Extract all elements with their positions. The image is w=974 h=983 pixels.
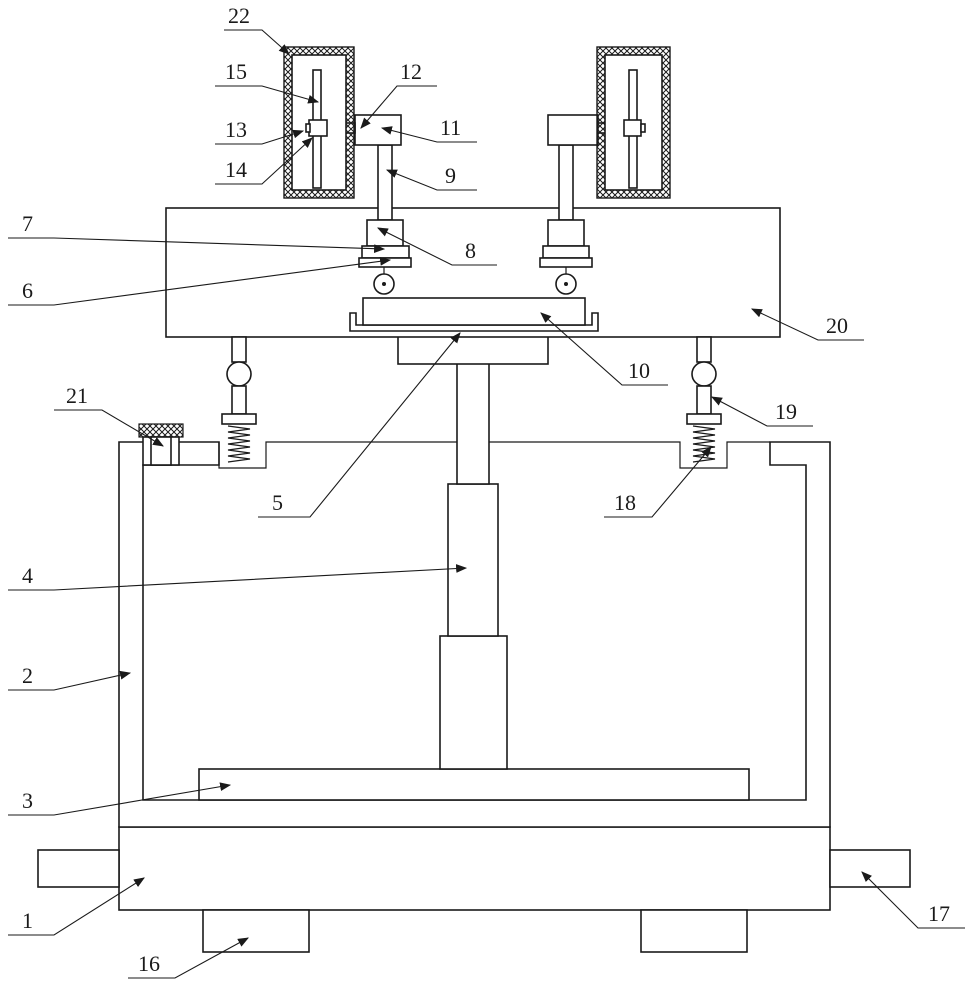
- label-16: 16: [138, 951, 160, 976]
- label-4: 4: [22, 563, 33, 588]
- left-guide-spring: [221, 336, 257, 463]
- foot-pads: [202, 909, 748, 953]
- label-17: 17: [928, 901, 950, 926]
- base-plate: [118, 826, 831, 911]
- right-press-assembly: [539, 144, 593, 295]
- label-8: 8: [465, 238, 476, 263]
- label-6: 6: [22, 278, 33, 303]
- label-19: 19: [775, 399, 797, 424]
- right-fan-unit: [547, 46, 671, 199]
- label-5: 5: [272, 490, 283, 515]
- label-2: 2: [22, 663, 33, 688]
- label-9: 9: [445, 163, 456, 188]
- leader-lines: [8, 29, 965, 979]
- label-3: 3: [22, 788, 33, 813]
- right-guide-spring: [686, 336, 722, 463]
- housing: [118, 441, 831, 828]
- label-10: 10: [628, 358, 650, 383]
- label-1: 1: [22, 908, 33, 933]
- reference-numerals: 1 2 3 4 5 6 7 8 9 10 11 12 13 14 15 16 1…: [22, 3, 950, 976]
- label-22: 22: [228, 3, 250, 28]
- label-14: 14: [225, 157, 247, 182]
- clamp-tray: [349, 297, 599, 332]
- label-7: 7: [22, 211, 33, 236]
- label-13: 13: [225, 117, 247, 142]
- lifting-cylinder: [439, 362, 508, 770]
- label-18: 18: [614, 490, 636, 515]
- left-fan-unit: [283, 46, 402, 199]
- label-15: 15: [225, 59, 247, 84]
- bottom-plate: [198, 768, 750, 801]
- label-21: 21: [66, 383, 88, 408]
- label-12: 12: [400, 59, 422, 84]
- label-20: 20: [826, 313, 848, 338]
- label-11: 11: [440, 115, 461, 140]
